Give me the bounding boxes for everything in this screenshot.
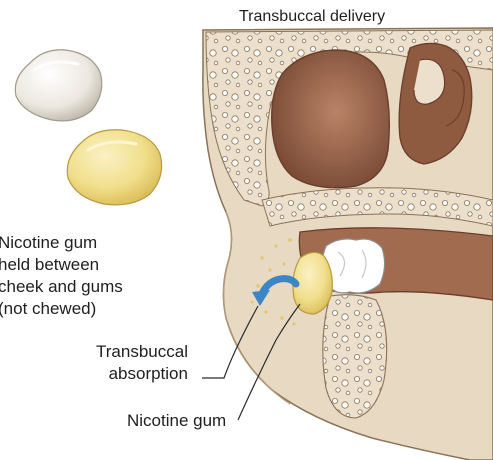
- nicotine-gum-label: Nicotine gum: [127, 410, 226, 432]
- gum-caption: Nicotine gum held between cheek and gums…: [0, 232, 123, 320]
- absorption-label-line: Transbuccal: [96, 341, 188, 363]
- gum-caption-line: Nicotine gum: [0, 232, 123, 254]
- gum-caption-line: held between: [0, 254, 123, 276]
- absorption-label: Transbuccal absorption: [96, 341, 188, 385]
- yellow-gum-piece-icon: [67, 130, 161, 205]
- gum-caption-line: (not chewed): [0, 298, 123, 320]
- absorption-label-line: absorption: [96, 363, 188, 385]
- gum-caption-line: cheek and gums: [0, 276, 123, 298]
- diagram-title: Transbuccal delivery: [239, 6, 385, 28]
- white-gum-piece-icon: [15, 50, 102, 121]
